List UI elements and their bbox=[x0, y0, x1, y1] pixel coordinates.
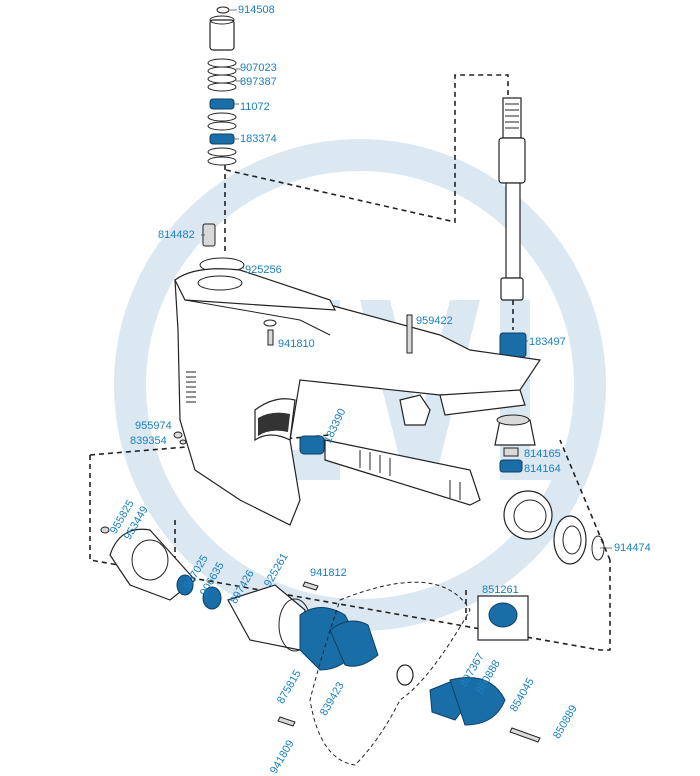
label-814482: 814482 bbox=[158, 229, 195, 241]
propeller-shaft bbox=[299, 435, 481, 506]
label-11072: 11072 bbox=[240, 101, 270, 113]
gear-housing bbox=[174, 268, 542, 526]
label-914474: 914474 bbox=[614, 542, 651, 554]
label-959422: 959422 bbox=[416, 315, 453, 327]
leader-lines bbox=[201, 9, 612, 549]
label-914508: 914508 bbox=[238, 4, 275, 16]
label-897387: 897387 bbox=[240, 76, 277, 88]
label-941812: 941812 bbox=[310, 567, 347, 579]
label-907023: 907023 bbox=[240, 62, 277, 74]
label-814164: 814164 bbox=[524, 463, 561, 475]
label-183497: 183497 bbox=[529, 336, 566, 348]
pinion-stack bbox=[199, 6, 245, 273]
drive-shaft bbox=[498, 97, 527, 358]
label-925256: 925256 bbox=[245, 264, 282, 276]
bearing-carrier bbox=[100, 431, 541, 766]
label-839354: 839354 bbox=[130, 435, 167, 447]
label-851261: 851261 bbox=[482, 584, 519, 596]
label-183374: 183374 bbox=[240, 133, 277, 145]
label-955974: 955974 bbox=[135, 420, 172, 432]
bevel-gears bbox=[494, 414, 605, 565]
label-814165: 814165 bbox=[524, 448, 561, 460]
label-941810: 941810 bbox=[278, 338, 315, 350]
